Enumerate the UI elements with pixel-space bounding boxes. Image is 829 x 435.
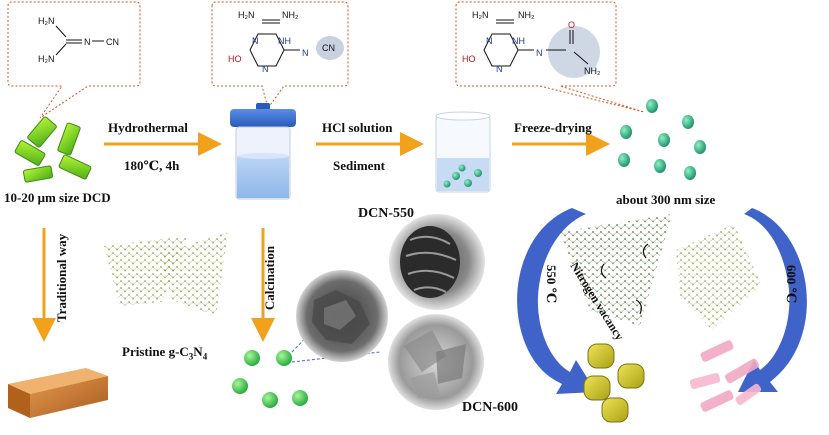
chem-n-ring4: N xyxy=(496,64,503,74)
chem-n: N xyxy=(84,37,91,47)
label-dcn550: DCN-550 xyxy=(358,206,414,222)
freeze-dried-particles xyxy=(618,99,706,180)
label-dcd-size: 10-20 μm size DCD xyxy=(4,190,111,206)
label-nm-size: about 300 nm size xyxy=(616,192,715,208)
chem-h2n-2: H₂N xyxy=(238,10,255,20)
label-pristine-gcn: Pristine g-C3N4 xyxy=(122,344,207,362)
label-freeze-drying: Freeze-drying xyxy=(514,120,592,136)
chem-ho-2: HO xyxy=(228,54,242,64)
callout-intermediate-structure: H₂N NH₂ N NH N HO N CN xyxy=(212,2,348,108)
label-temp-550: 550 ℃ xyxy=(543,265,559,303)
chem-nh2-2: NH₂ xyxy=(282,10,299,20)
callout-product-structure: H₂N NH₂ N NH N HO N O NH₂ xyxy=(456,2,644,112)
label-calcination: Calcination xyxy=(262,246,278,310)
chem-cn: CN xyxy=(106,37,119,47)
chem-cn-2: CN xyxy=(322,43,335,53)
chem-h2n-3: H₂N xyxy=(472,10,489,20)
sediment-beaker xyxy=(436,112,490,192)
chem-o-3: O xyxy=(568,20,575,30)
chem-ho-3: HO xyxy=(462,54,476,64)
chem-n-chain: N xyxy=(302,48,309,58)
chem-n-ring3: N xyxy=(486,36,493,46)
hydrothermal-autoclave xyxy=(230,103,296,199)
chem-nh2-3: NH₂ xyxy=(518,10,535,20)
label-temp-time: 180℃, 4h xyxy=(124,158,179,174)
chem-h2n-bottom: H₂N xyxy=(38,54,55,64)
chem-nh-ring3: NH xyxy=(512,36,525,46)
defect-gcn-sheets xyxy=(560,214,762,330)
dcn550-particles xyxy=(584,344,644,422)
label-hydrothermal: Hydrothermal xyxy=(108,120,188,136)
pristine-gcn-sheet xyxy=(104,232,228,316)
chem-n-3: N xyxy=(536,48,543,58)
callout-dcd-structure: H₂N H₂N N CN xyxy=(8,2,140,118)
chem-nh-ring: NH xyxy=(278,36,291,46)
label-traditional-way: Traditional way xyxy=(54,234,70,322)
chem-h2n-top: H₂N xyxy=(38,16,55,26)
chem-n-ring2: N xyxy=(262,64,269,74)
tem-images xyxy=(296,214,485,410)
bulk-gcn-brick xyxy=(8,368,108,418)
dcd-crystals xyxy=(14,116,91,182)
chem-nh2-urea: NH₂ xyxy=(584,66,601,76)
label-sediment: Sediment xyxy=(333,158,385,174)
label-hcl: HCl solution xyxy=(322,120,392,136)
chem-n-ring1: N xyxy=(252,36,259,46)
label-dcn600: DCN-600 xyxy=(462,400,518,416)
label-temp-600: 600 ℃ xyxy=(783,265,799,303)
